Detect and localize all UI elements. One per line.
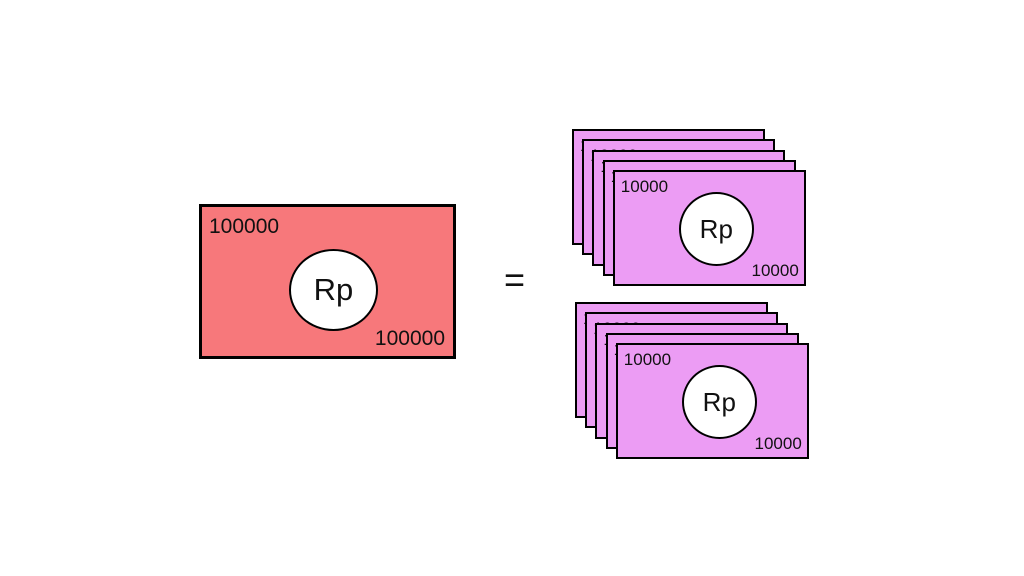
currency-seal: Rp: [681, 365, 757, 440]
denomination-bottom-right: 10000: [754, 434, 802, 454]
denomination-top-left: 10000: [623, 350, 672, 370]
currency-symbol: Rp: [699, 213, 733, 244]
denomination-top-left: 100000: [209, 215, 280, 238]
equals-sign: =: [504, 259, 526, 300]
denomination-bottom-right: 100000: [374, 327, 445, 350]
currency-symbol: Rp: [702, 386, 736, 417]
currency-seal: Rp: [678, 192, 754, 267]
denomination-top-left: 10000: [620, 177, 669, 197]
banknote-100000: 100000 Rp 100000: [199, 204, 456, 359]
currency-symbol: Rp: [313, 272, 354, 307]
currency-seal: Rp: [289, 249, 378, 331]
denomination-bottom-right: 10000: [751, 261, 799, 281]
